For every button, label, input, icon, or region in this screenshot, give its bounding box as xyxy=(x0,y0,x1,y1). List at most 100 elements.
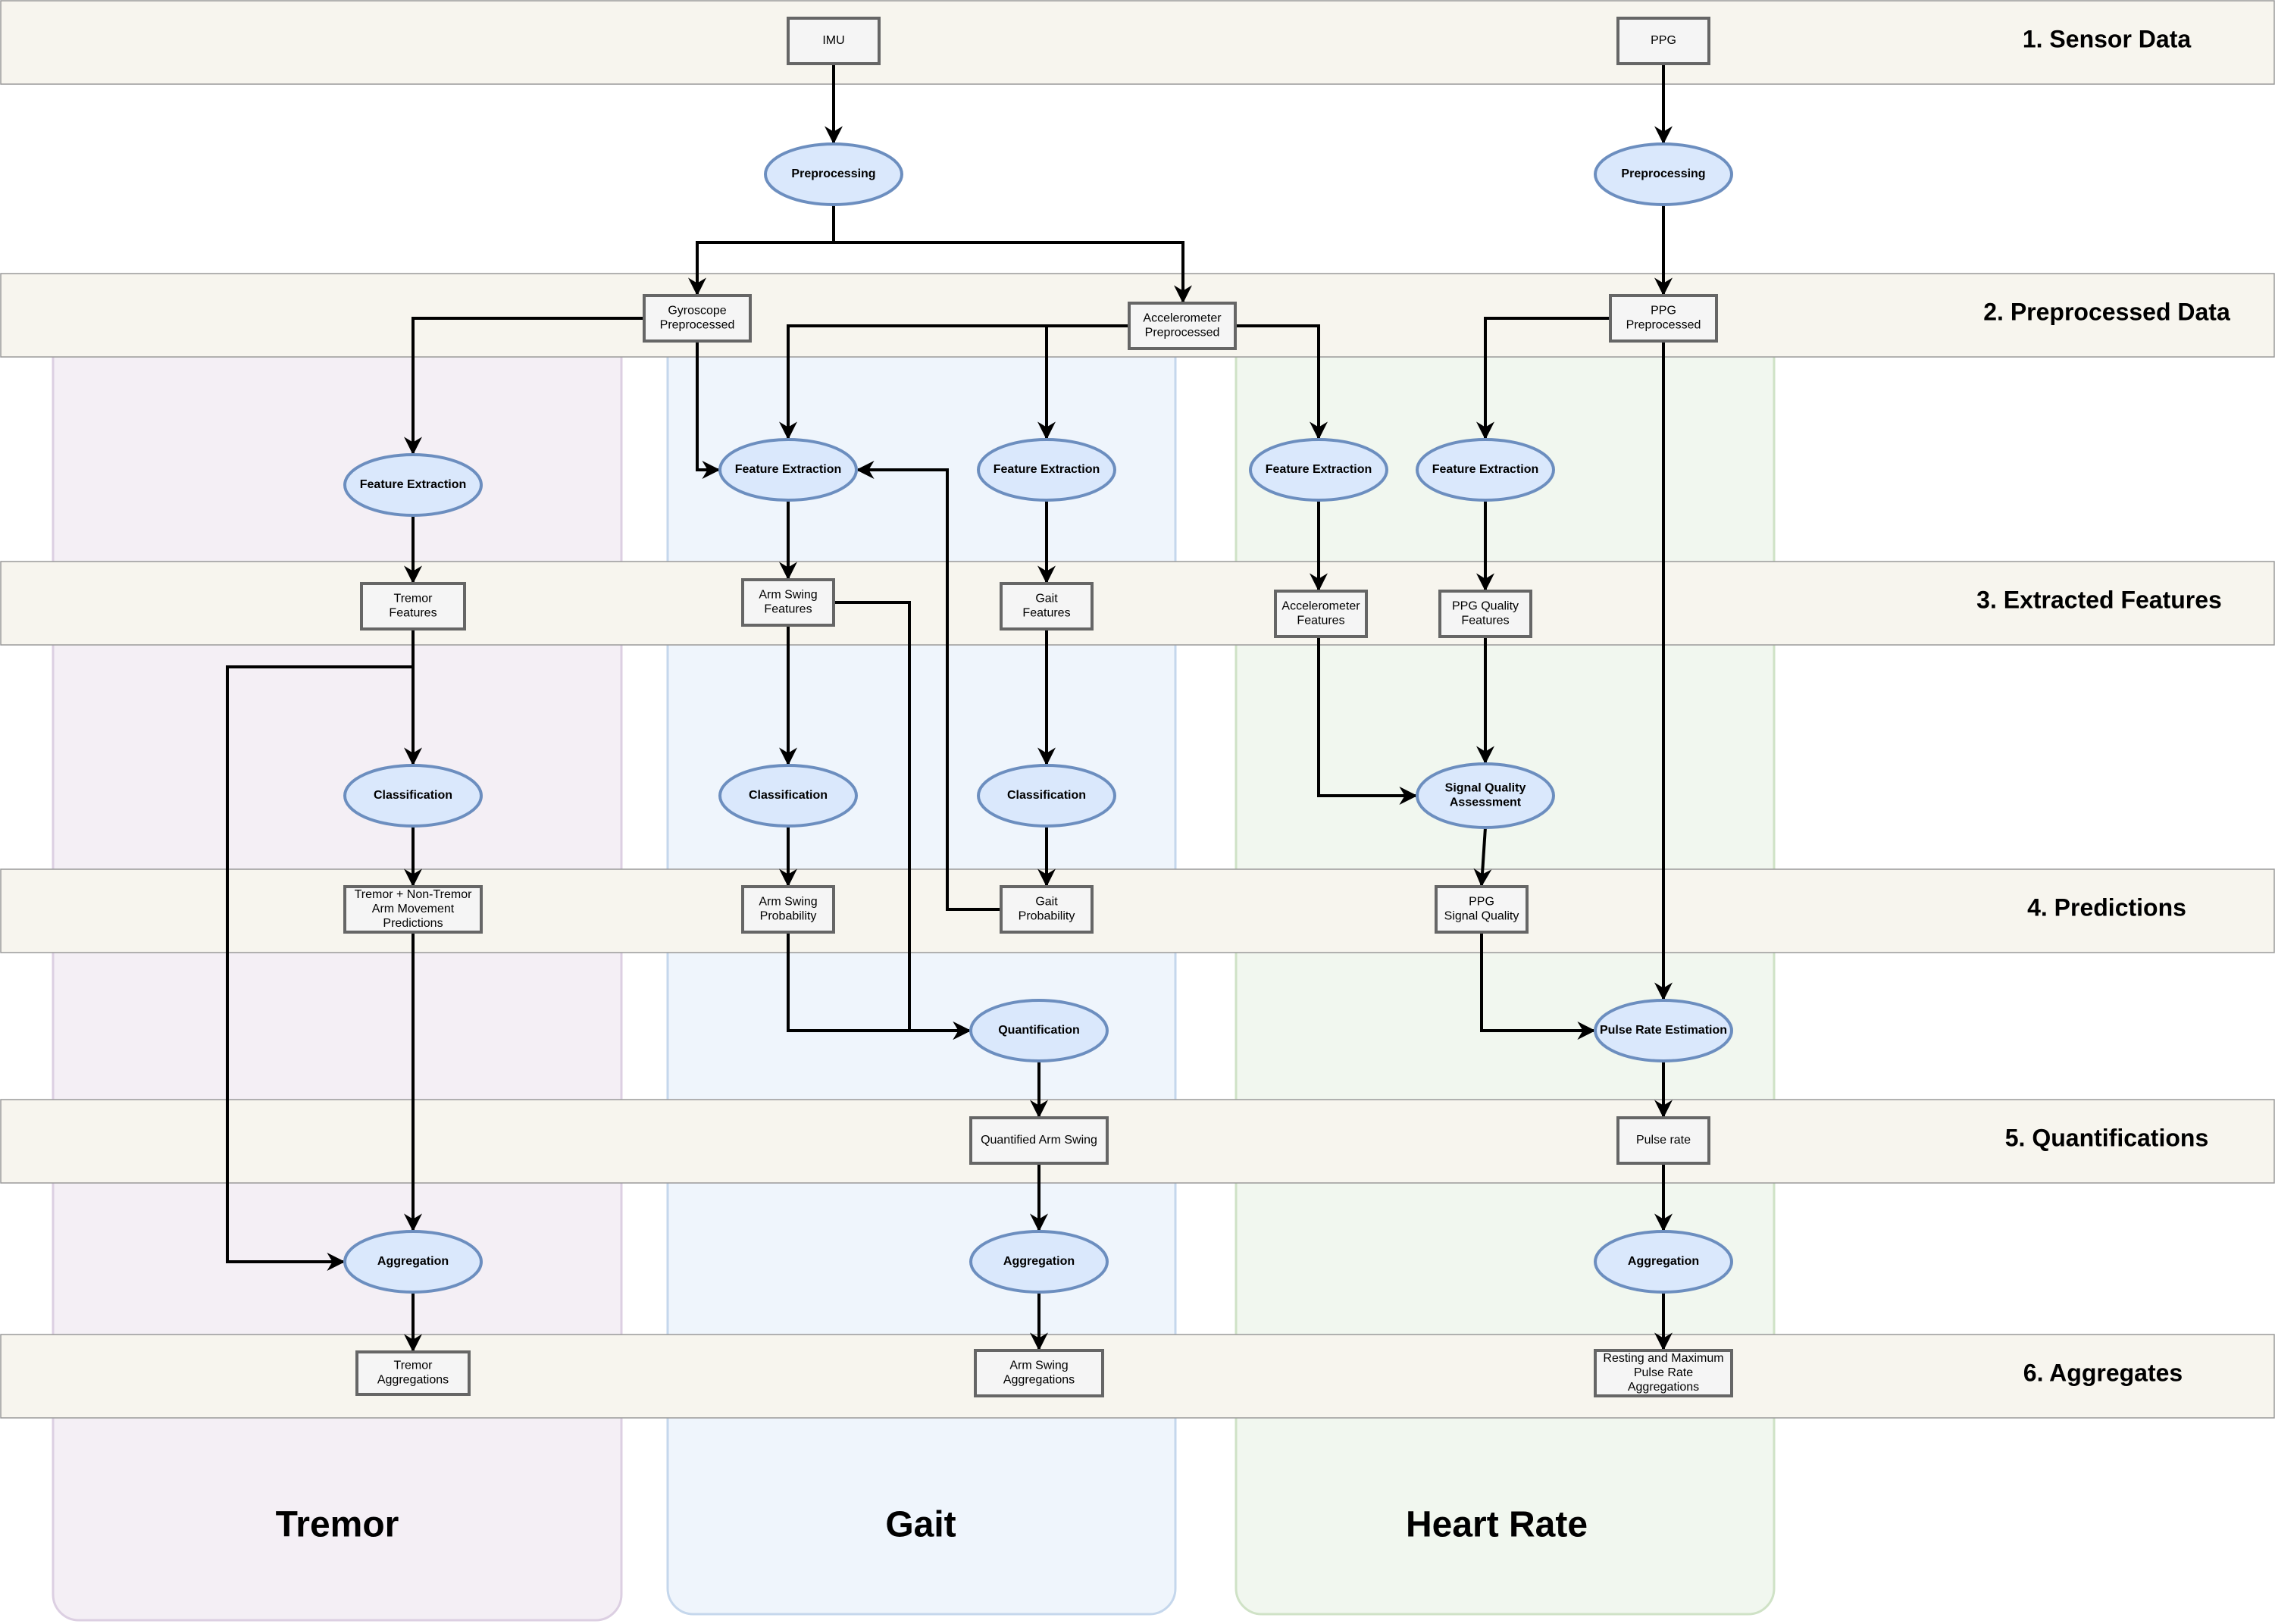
node-label-tremor_feat: Features xyxy=(389,607,437,620)
band-label-preprocessed: 2. Preprocessed Data xyxy=(1983,298,2230,325)
process-node-fe_tremor: Feature Extraction xyxy=(343,453,483,517)
band-quantifications xyxy=(0,1099,2275,1184)
node-label-ppg_sq: Signal Quality xyxy=(1444,910,1519,923)
box-shape xyxy=(1274,590,1368,638)
ellipse-shape xyxy=(343,453,483,517)
band-predictions xyxy=(0,868,2275,953)
node-label-tremor_pred: Arm Movement xyxy=(372,903,455,915)
band-label-quantifications: 5. Quantifications xyxy=(2005,1124,2208,1151)
node-label-cls_gait: Classification xyxy=(1007,789,1086,802)
node-label-imu: IMU xyxy=(822,34,844,47)
edge-sqa-to-ppg_sq xyxy=(1473,827,1492,887)
process-node-cls_tremor: Classification xyxy=(343,764,483,828)
node-label-ppgq_feat: PPG Quality xyxy=(1452,600,1519,613)
ellipse-shape xyxy=(1594,142,1733,206)
edge-acc_feat-to-sqa xyxy=(1317,637,1418,805)
ellipse-shape xyxy=(343,1230,483,1294)
node-label-fe_tremor: Feature Extraction xyxy=(360,478,466,491)
node-label-fe_acc: Feature Extraction xyxy=(1266,463,1372,476)
column-label-heart: Heart Rate xyxy=(1406,1505,1588,1545)
node-label-agg_tremor: Aggregation xyxy=(377,1255,449,1268)
ellipse-shape xyxy=(1416,762,1555,829)
node-label-gait_prob: Gait xyxy=(1035,896,1058,909)
band-features xyxy=(0,561,2275,646)
node-label-pre: Pulse Rate Estimation xyxy=(1600,1024,1727,1037)
node-label-gyro_prep: Preprocessed xyxy=(660,319,735,332)
box-shape xyxy=(1000,582,1094,631)
ellipse-shape xyxy=(1249,438,1388,502)
node-label-armswing_prob: Arm Swing xyxy=(759,896,817,909)
box-shape xyxy=(1128,302,1237,350)
ellipse-shape xyxy=(718,764,858,828)
ellipse-shape xyxy=(764,142,903,206)
band-label-aggregates: 6. Aggregates xyxy=(2023,1359,2183,1386)
box-node-pulse: Pulse rate xyxy=(1616,1116,1710,1165)
node-label-armswing_agg: Aggregations xyxy=(1003,1374,1075,1387)
edge-prep_imu-to-acc_prep xyxy=(832,205,1192,304)
node-label-ppg_prep: PPG xyxy=(1651,305,1676,318)
process-node-agg_gait: Aggregation xyxy=(969,1230,1109,1294)
box-shape xyxy=(1000,885,1094,934)
node-label-tremor_feat: Tremor xyxy=(394,593,433,605)
node-label-pulse: Pulse rate xyxy=(1636,1134,1691,1147)
band-label-predictions: 4. Predictions xyxy=(2027,893,2186,921)
process-node-agg_tremor: Aggregation xyxy=(343,1230,483,1294)
node-label-fe_ppg: Feature Extraction xyxy=(1432,463,1538,476)
box-shape xyxy=(969,1116,1109,1165)
node-label-quant_arm: Quantified Arm Swing xyxy=(981,1134,1097,1147)
band-aggregates xyxy=(0,1334,2275,1419)
node-label-armswing_feat: Features xyxy=(764,603,812,616)
node-label-ppg: PPG xyxy=(1651,34,1676,47)
node-label-agg_gait: Aggregation xyxy=(1003,1255,1075,1268)
process-node-prep_imu: Preprocessing xyxy=(764,142,903,206)
ellipse-shape xyxy=(1594,1230,1733,1294)
box-shape xyxy=(1438,590,1532,638)
column-label-gait: Gait xyxy=(885,1505,956,1545)
node-label-acc_feat: Features xyxy=(1297,615,1344,627)
node-label-gait_feat: Gait xyxy=(1035,593,1058,605)
ellipse-shape xyxy=(969,1230,1109,1294)
ellipse-shape xyxy=(1416,438,1555,502)
edge-gyro_prep-to-fe_armswing xyxy=(696,341,721,479)
ellipse-shape xyxy=(977,764,1116,828)
node-label-sqa: Signal Quality xyxy=(1445,782,1526,795)
node-label-fe_armswing: Feature Extraction xyxy=(735,463,841,476)
node-label-cls_armswing: Classification xyxy=(749,789,828,802)
edge-ppg_prep-to-fe_ppg xyxy=(1476,317,1610,440)
box-shape xyxy=(1435,885,1529,934)
process-node-cls_armswing: Classification xyxy=(718,764,858,828)
node-label-acc_prep: Preprocessed xyxy=(1145,327,1220,340)
box-shape xyxy=(741,578,835,627)
bands-layer: 1. Sensor Data 2. Preprocessed Data 3. Ext… xyxy=(0,0,2275,1419)
box-shape xyxy=(643,294,752,343)
node-label-armswing_agg: Arm Swing xyxy=(1009,1360,1068,1372)
node-label-armswing_feat: Arm Swing xyxy=(759,589,817,602)
box-shape xyxy=(1594,1349,1733,1397)
box-shape xyxy=(974,1349,1104,1397)
band-label-sensor: 1. Sensor Data xyxy=(2023,25,2192,52)
node-label-hr_agg: Resting and Maximum xyxy=(1603,1352,1723,1365)
process-node-fe_acc: Feature Extraction xyxy=(1249,438,1388,502)
box-shape xyxy=(355,1350,471,1396)
node-label-cls_tremor: Classification xyxy=(374,789,452,802)
node-label-prep_ppg: Preprocessing xyxy=(1621,167,1705,180)
edge-gyro_prep-to-fe_tremor xyxy=(404,317,644,455)
band-label-features: 3. Extracted Features xyxy=(1976,586,2222,613)
box-node-imu: IMU xyxy=(787,17,881,65)
box-shape xyxy=(343,885,483,934)
edge-gait_prob-to-fe_armswing xyxy=(856,461,1001,911)
column-label-tremor: Tremor xyxy=(276,1505,399,1545)
process-node-quant: Quantification xyxy=(969,999,1109,1062)
